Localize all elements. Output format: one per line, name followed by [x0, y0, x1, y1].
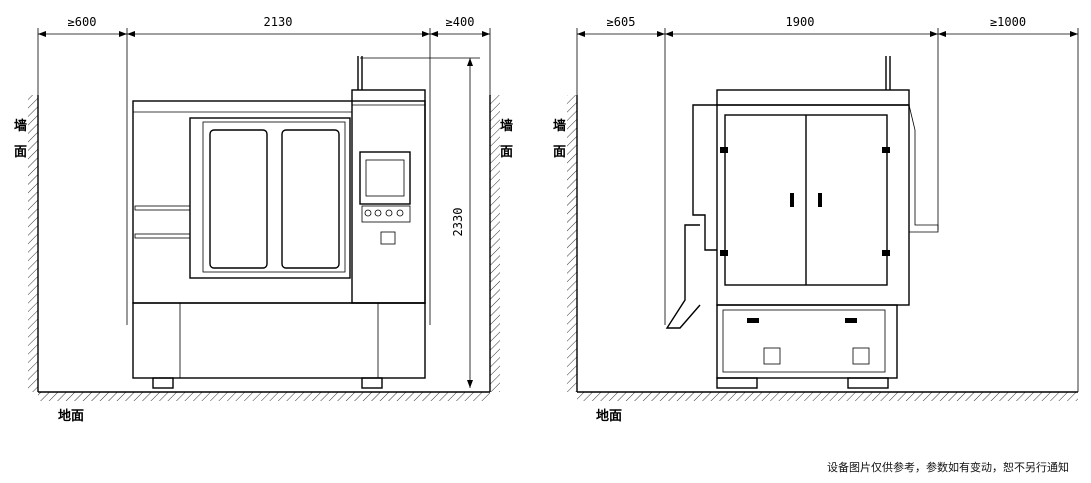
side-wall-hatch: [567, 95, 577, 392]
front-wall-label-right-1: 墙: [500, 118, 513, 134]
dim-side-machine-depth: 1900: [786, 15, 815, 29]
wall-hatch-right: [490, 95, 500, 392]
side-ground-label: 地面: [596, 408, 622, 424]
front-wall-label-right-2: 面: [500, 145, 513, 160]
side-machine: [665, 56, 939, 389]
dim-side-left-clearance: ≥605: [607, 15, 636, 29]
front-wall-label-left-2: 面: [14, 145, 27, 160]
front-machine: [132, 56, 426, 389]
front-ground-label: 地面: [58, 408, 84, 424]
ground-hatch: [38, 392, 490, 401]
dim-front-left-clearance: ≥600: [68, 15, 97, 29]
side-wall-label-1: 墙: [553, 118, 566, 134]
side-view: ≥605 1900 ≥1000: [553, 15, 1079, 424]
dim-front-machine-width: 2130: [264, 15, 293, 29]
wall-hatch-left: [28, 95, 38, 392]
side-wall-label-2: 面: [553, 145, 566, 160]
side-ground-hatch: [577, 392, 1078, 401]
front-view: ≥600 2130 ≥400 2330: [14, 15, 513, 424]
dim-front-height: 2330: [451, 208, 465, 237]
dim-front-right-clearance: ≥400: [446, 15, 475, 29]
footer-note: 设备图片仅供参考，参数如有变动，恕不另行通知: [827, 461, 1069, 474]
dim-side-right-clearance: ≥1000: [990, 15, 1026, 29]
front-wall-label-left-1: 墙: [14, 118, 27, 134]
